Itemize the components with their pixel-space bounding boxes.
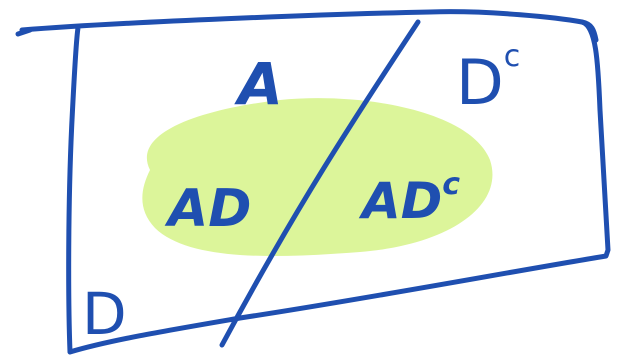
label-event-d: D bbox=[82, 280, 127, 348]
sample-space-border bbox=[19, 9, 611, 355]
partition-line bbox=[219, 19, 421, 348]
label-d-complement-base: D bbox=[456, 46, 504, 119]
label-a-and-d: AD bbox=[164, 179, 251, 239]
sample-space-border-tick bbox=[15, 27, 33, 37]
label-event-a: A bbox=[234, 50, 283, 118]
label-d-complement-sup: c bbox=[504, 39, 521, 74]
label-a-and-d-complement-sup: c bbox=[442, 167, 460, 202]
label-a-and-d-complement-base: AD bbox=[358, 172, 442, 230]
label-a-and-d-complement: ADc bbox=[358, 167, 460, 230]
sample-space-border-top-right bbox=[579, 19, 599, 43]
label-d-complement: Dc bbox=[456, 39, 520, 119]
